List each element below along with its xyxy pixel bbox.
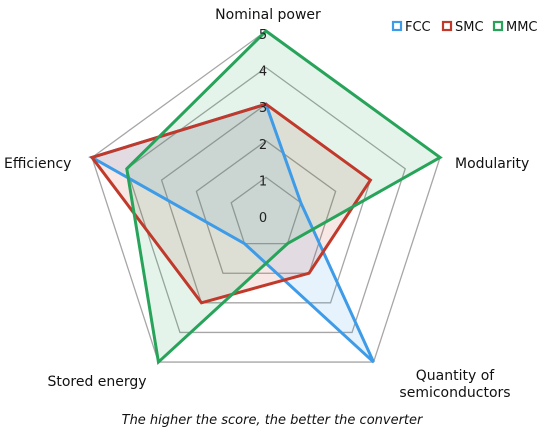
series-fill-fcc xyxy=(91,104,374,363)
legend-swatch-smc xyxy=(441,20,453,32)
legend: FCC SMC MMC xyxy=(391,20,538,35)
chart-caption: The higher the score, the better the con… xyxy=(122,413,424,428)
axis-label: semiconductors xyxy=(399,385,510,401)
tick-label: 0 xyxy=(259,211,267,226)
tick-label: 1 xyxy=(259,174,267,189)
tick-label: 4 xyxy=(259,65,267,80)
grid-ring-2 xyxy=(195,139,337,274)
series-fill-smc xyxy=(91,104,371,303)
axis-label: Efficiency xyxy=(4,156,71,172)
legend-label-smc: SMC xyxy=(455,20,484,35)
grid-ring-4 xyxy=(126,66,406,334)
legend-swatch-mmc xyxy=(492,20,504,32)
legend-swatch-fcc xyxy=(391,20,403,32)
axis-label: Nominal power xyxy=(215,7,321,23)
tick-labels: 0 1 2 3 4 5 xyxy=(259,28,267,226)
tick-label: 5 xyxy=(259,28,267,43)
tick-label: 3 xyxy=(259,101,267,116)
axis-label: Modularity xyxy=(455,156,529,172)
series-lines xyxy=(88,29,443,366)
series-line-smc xyxy=(89,102,373,305)
series-fills xyxy=(91,31,441,363)
legend-label-mmc: MMC xyxy=(506,20,538,35)
grid-ring-1 xyxy=(230,176,302,245)
series-fill-mmc xyxy=(126,31,441,363)
legend-label-fcc: FCC xyxy=(405,20,431,35)
tick-label: 2 xyxy=(259,138,267,153)
axis-label: Quantity of xyxy=(416,368,496,384)
series-line-mmc xyxy=(125,29,443,366)
axis-label: Stored energy xyxy=(47,374,146,390)
